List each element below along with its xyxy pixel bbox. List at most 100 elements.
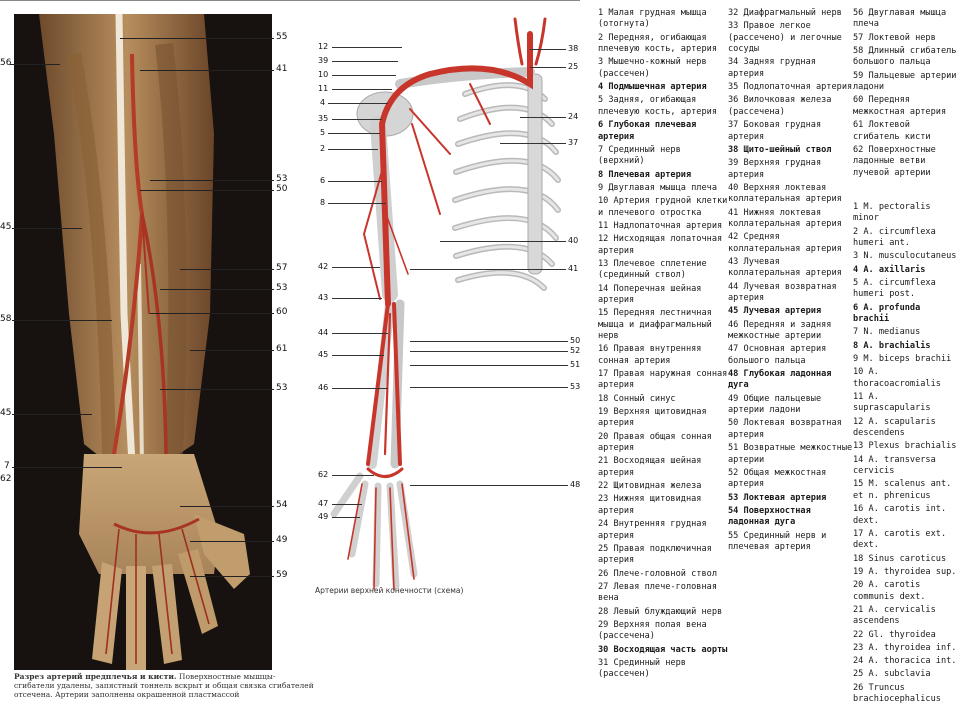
legend-item: 48 Глубокая ладонная дуга	[728, 369, 832, 391]
legend-item: 62 Поверхностные ладонные ветви лучевой …	[853, 144, 936, 178]
dissection-illustration	[14, 14, 272, 670]
legend-item: 40 Верхняя локтевая коллатеральная артер…	[728, 182, 842, 205]
diagram-label-38: 38	[568, 44, 579, 53]
diagram-label-48: 48	[570, 480, 581, 489]
legend-item: 28 Левый блуждающий нерв	[598, 606, 723, 617]
leader-line	[160, 389, 274, 390]
leader-line	[12, 467, 122, 468]
leader-line	[150, 313, 274, 314]
legend-item: 30 Восходящая часть аорты	[598, 644, 728, 655]
diagram-label-35: 35	[318, 114, 329, 123]
legend-item: 52 Общая межкостная артерия	[728, 467, 827, 490]
leader-line	[140, 70, 274, 71]
legend-item: 11 A. suprascapularis	[853, 392, 931, 414]
legend-item: 14 Поперечная шейная артерия	[598, 283, 702, 305]
legend-item: 37 Боковая грудная артерия	[728, 120, 822, 142]
legend-item: 27 Левая плече-головная вена	[598, 581, 717, 604]
legend-item: 54 Поверхностная ладонная дуга	[728, 505, 811, 528]
leader-line	[328, 133, 380, 134]
leader-line	[332, 298, 382, 299]
legend-item: 5 A. circumflexa humeri post.	[853, 278, 936, 300]
legend-item: 45 Лучевая артерия	[728, 306, 822, 317]
legend-item: 60 Передняя межкостная артерия	[853, 95, 947, 117]
photo-label-61: 61	[276, 344, 288, 354]
photo-label-56: 56	[0, 58, 12, 68]
leader-line	[332, 504, 362, 505]
photo-label-50: 50	[276, 184, 288, 194]
diagram-label-5: 5	[320, 128, 326, 137]
leader-line	[530, 67, 566, 68]
top-rule	[0, 0, 580, 1]
legend-item: 24 A. thoracica int.	[853, 656, 957, 667]
leader-line	[332, 119, 382, 120]
diagram-label-53: 53	[570, 382, 581, 391]
leader-line	[332, 89, 392, 90]
photo-label-45: 45	[0, 222, 12, 232]
legend-item: 4 A. axillaris	[853, 264, 926, 275]
diagram-label-62: 62	[318, 470, 329, 479]
diagram-label-49: 49	[318, 512, 329, 521]
diagram-label-45: 45	[318, 350, 329, 359]
diagram-label-6: 6	[320, 176, 326, 185]
leader-line	[410, 341, 568, 342]
leader-line	[530, 49, 566, 50]
legend-item: 1 M. pectoralis minor	[853, 202, 931, 224]
legend-item: 14 A. transversa cervicis	[853, 454, 936, 477]
leader-line	[410, 387, 568, 388]
legend-item: 23 A. thyroidea inf.	[853, 642, 957, 653]
legend-item: 55 Срединный нерв и плечевая артерия	[728, 530, 827, 552]
legend-item: 49 Общие пальцевые артерии ладони	[728, 393, 822, 416]
legend-item: 6 A. profunda brachii	[853, 302, 921, 325]
photo-label-58: 58	[0, 314, 12, 324]
leader-line	[332, 333, 388, 334]
leader-line	[190, 541, 274, 542]
legend-item: 39 Верхняя грудная артерия	[728, 158, 822, 180]
photo-label-53c: 53	[276, 383, 288, 393]
legend-item: 25 Правая подключичная артерия	[598, 543, 712, 566]
diagram-label-8: 8	[320, 198, 326, 207]
legend-item: 11 Надлопаточная артерия	[598, 220, 723, 231]
leader-line	[328, 181, 382, 182]
diagram-label-4: 4	[320, 98, 326, 107]
diagram-label-37: 37	[568, 138, 579, 147]
legend-item: 3 Мышечно-кожный нерв (рассечен)	[598, 57, 707, 79]
leader-line	[410, 485, 568, 486]
legend-item: 3 N. musculocutaneus	[853, 251, 957, 262]
photo-label-55: 55	[276, 32, 288, 42]
leader-line	[332, 267, 380, 268]
legend-item: 15 M. scalenus ant. et n. phrenicus	[853, 479, 952, 501]
legend-item: 29 Верхняя полая вена (рассечена)	[598, 619, 707, 642]
leader-line	[328, 203, 386, 204]
leader-line	[332, 355, 384, 356]
leader-line	[500, 143, 566, 144]
leader-line	[12, 228, 82, 229]
legend-item: 41 Нижняя локтевая коллатеральная артери…	[728, 207, 842, 229]
legend-item: 18 Sinus caroticus	[853, 553, 947, 564]
legend-column-1: 1 Малая грудная мышца (отогнута)2 Передн…	[598, 8, 728, 683]
legend-item: 5 Задняя, огибающая плечевую кость, арте…	[598, 95, 717, 117]
legend-item: 46 Передняя и задняя межкостные артерии	[728, 319, 832, 342]
leader-line	[180, 506, 274, 507]
legend-item: 4 Подмышечная артерия	[598, 82, 707, 93]
legend-item: 38 Щито-шейный ствол	[728, 144, 832, 155]
leader-line	[190, 350, 274, 351]
legend-item: 2 A. circumflexa humeri ant.	[853, 226, 936, 249]
diagram-label-44: 44	[318, 328, 329, 337]
leader-line	[120, 38, 274, 39]
legend-item: 7 N. medianus	[853, 327, 921, 338]
legend-item: 20 A. carotis communis dext.	[853, 580, 926, 602]
leader-line	[160, 289, 274, 290]
diagram-label-2: 2	[320, 144, 326, 153]
leader-line	[190, 576, 274, 577]
legend-item: 21 A. cervicalis ascendens	[853, 604, 936, 627]
diagram-label-52: 52	[570, 346, 581, 355]
legend-item: 8 A. brachialis	[853, 340, 931, 351]
photo-label-62: 62	[0, 474, 12, 484]
legend-item: 35 Подлопаточная артерия	[728, 82, 853, 93]
diagram-label-10: 10	[318, 70, 329, 79]
artery-scheme-illustration	[330, 17, 561, 591]
legend-item: 18 Сонный синус	[598, 393, 676, 404]
diagram-label-41: 41	[568, 264, 579, 273]
